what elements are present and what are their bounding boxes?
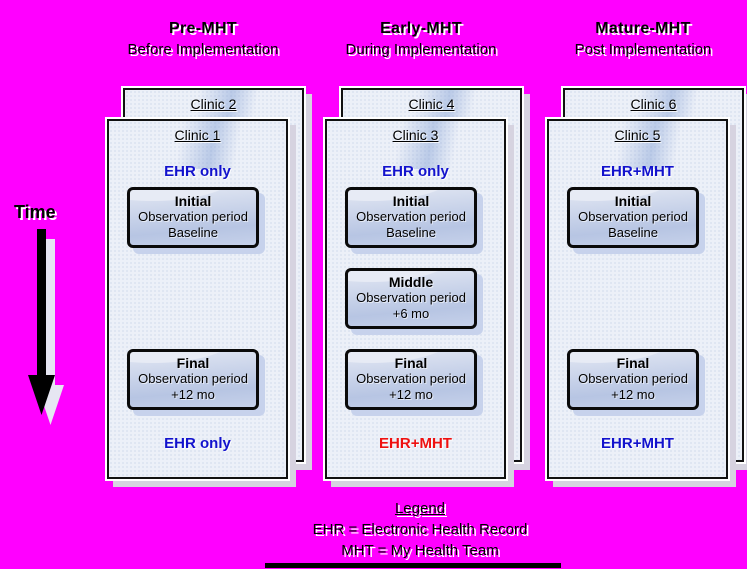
legend-line: MHT = My Health Team xyxy=(341,542,499,559)
period-line: Observation period xyxy=(578,209,688,224)
observation-period-box: Middle Observation period +6 mo xyxy=(345,268,477,329)
period-line: Observation period xyxy=(138,371,248,386)
period-name: Final xyxy=(394,355,428,371)
phase-column-mature-mht: Mature-MHT Post Implementation Clinic 6 … xyxy=(547,0,747,569)
period-line: +12 mo xyxy=(171,387,215,402)
clinic-card-front: Clinic 3 EHR only Initial Observation pe… xyxy=(325,119,506,479)
clinic-card-front: Clinic 1 EHR only Initial Observation pe… xyxy=(107,119,288,479)
period-name: Middle xyxy=(388,274,434,290)
period-line: Baseline xyxy=(386,225,436,240)
status-top: EHR+MHT xyxy=(601,163,674,180)
period-line: Observation period xyxy=(578,371,688,386)
phase-subtitle: Post Implementation xyxy=(574,41,712,58)
period-name: Final xyxy=(176,355,210,371)
phase-title: Pre-MHT xyxy=(169,20,237,37)
observation-period-box: Final Observation period +12 mo xyxy=(127,349,259,410)
period-line: Observation period xyxy=(138,209,248,224)
observation-period-box: Final Observation period +12 mo xyxy=(567,349,699,410)
status-top: EHR only xyxy=(164,163,231,180)
status-bottom: EHR only xyxy=(164,435,231,452)
phase-header: Mature-MHT Post Implementation xyxy=(533,20,747,58)
time-axis-label: Time xyxy=(14,202,56,222)
clinic-label: Clinic 2 xyxy=(190,96,237,112)
period-line: +12 mo xyxy=(389,387,433,402)
period-line: Baseline xyxy=(168,225,218,240)
period-name: Initial xyxy=(614,193,652,209)
period-line: Baseline xyxy=(608,225,658,240)
phase-subtitle: Before Implementation xyxy=(127,41,279,58)
period-name: Final xyxy=(616,355,650,371)
observation-period-box: Initial Observation period Baseline xyxy=(567,187,699,248)
phase-title: Mature-MHT xyxy=(595,20,691,37)
period-line: +12 mo xyxy=(611,387,655,402)
period-line: Observation period xyxy=(356,290,466,305)
phase-title: Early-MHT xyxy=(380,20,462,37)
period-name: Initial xyxy=(174,193,212,209)
period-line: +6 mo xyxy=(392,306,430,321)
phase-column-early-mht: Early-MHT During Implementation Clinic 4… xyxy=(325,0,525,569)
period-line: Observation period xyxy=(356,371,466,386)
clinic-label: Clinic 5 xyxy=(614,127,661,143)
bottom-bar xyxy=(265,563,561,568)
legend-line: EHR = Electronic Health Record xyxy=(312,521,528,538)
phase-header: Early-MHT During Implementation xyxy=(311,20,531,58)
period-name: Initial xyxy=(392,193,430,209)
legend-title: Legend xyxy=(394,500,446,517)
status-bottom: EHR+MHT xyxy=(601,435,674,452)
time-arrow-icon xyxy=(24,229,76,429)
legend: Legend EHR = Electronic Health Record MH… xyxy=(173,498,667,561)
status-top: EHR only xyxy=(382,163,449,180)
clinic-card-front: Clinic 5 EHR+MHT Initial Observation per… xyxy=(547,119,728,479)
phase-column-pre-mht: Pre-MHT Before Implementation Clinic 2 C… xyxy=(107,0,307,569)
clinic-label: Clinic 1 xyxy=(174,127,221,143)
observation-period-box: Initial Observation period Baseline xyxy=(127,187,259,248)
phase-header: Pre-MHT Before Implementation xyxy=(93,20,313,58)
clinic-label: Clinic 4 xyxy=(408,96,455,112)
observation-period-box: Initial Observation period Baseline xyxy=(345,187,477,248)
period-line: Observation period xyxy=(356,209,466,224)
clinic-label: Clinic 3 xyxy=(392,127,439,143)
status-bottom: EHR+MHT xyxy=(379,435,452,452)
clinic-label: Clinic 6 xyxy=(630,96,677,112)
observation-period-box: Final Observation period +12 mo xyxy=(345,349,477,410)
phase-subtitle: During Implementation xyxy=(345,41,497,58)
